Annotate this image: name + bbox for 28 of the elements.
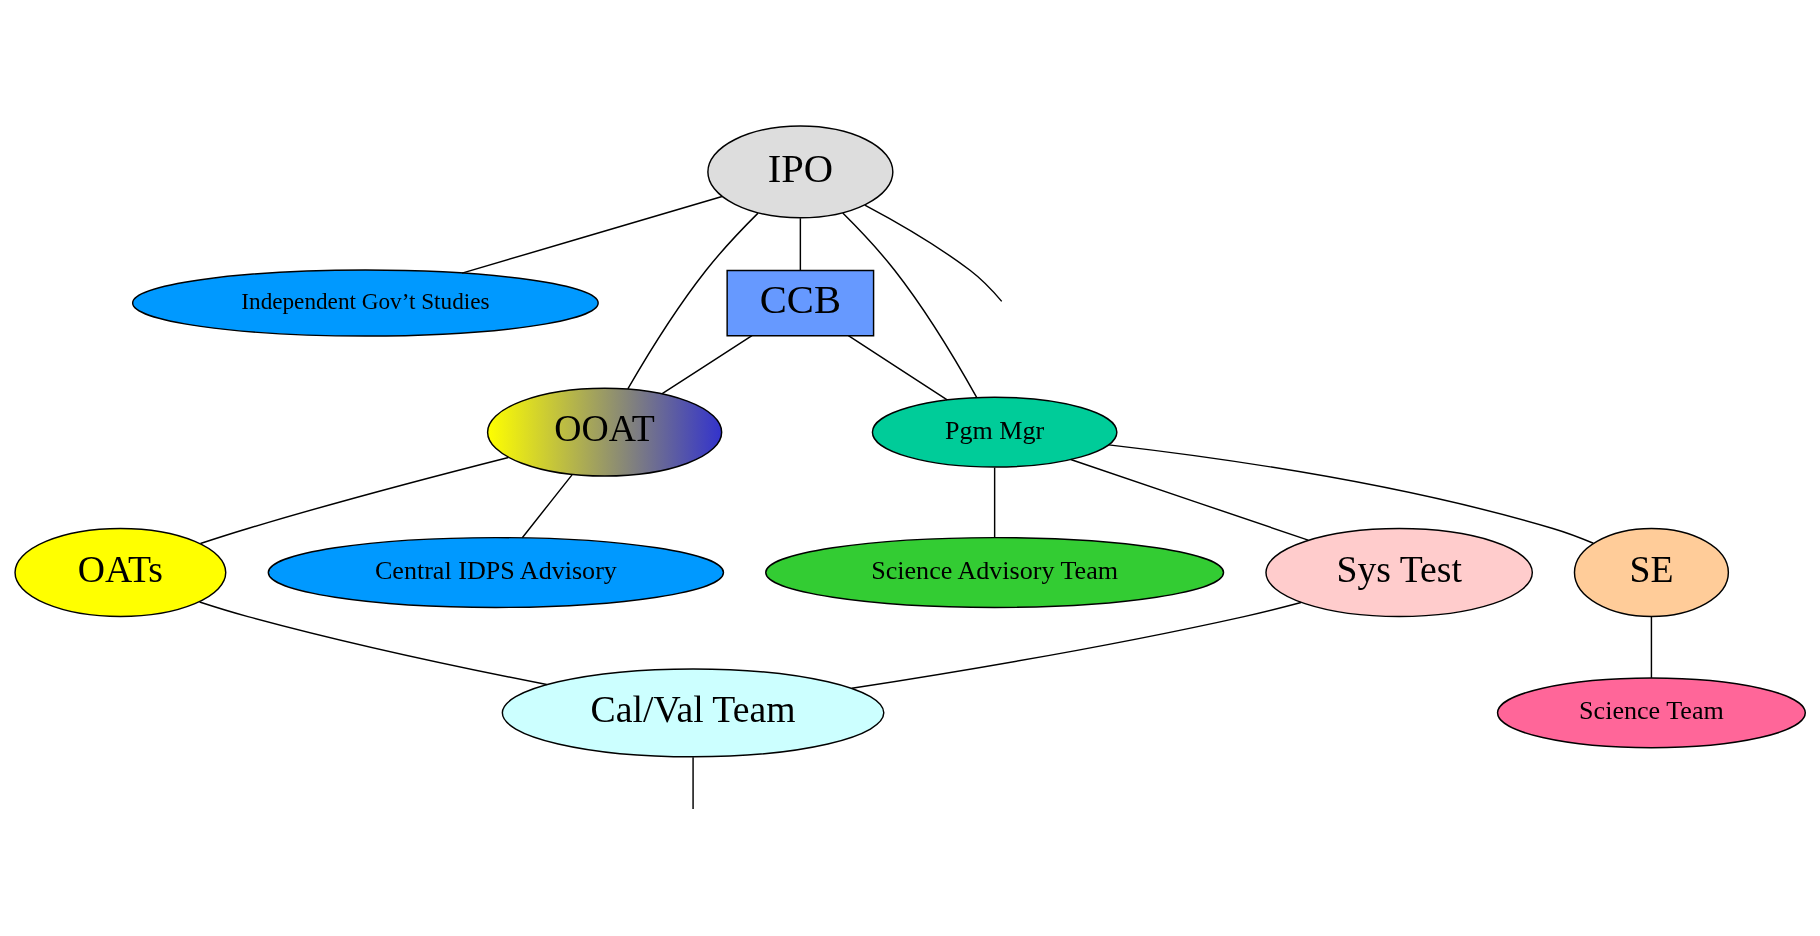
connector (1650, 615, 1653, 679)
connector (864, 204, 1003, 303)
connector (851, 601, 1302, 690)
node-ellipse: Pgm Mgr (871, 396, 1118, 468)
connector (1070, 458, 1309, 541)
node-ellipse: SE (1573, 527, 1730, 618)
connector (692, 756, 694, 810)
connector (842, 212, 978, 399)
node-box: CCB (726, 269, 875, 337)
connector (1108, 444, 1595, 544)
node-ellipse: IPO (707, 125, 894, 219)
node-ellipse: Sys Test (1265, 527, 1534, 618)
node-ellipse: Science Team (1496, 677, 1807, 749)
node-ellipse: Independent Gov’t Studies (131, 269, 599, 337)
connector (847, 335, 948, 401)
node-ellipse: OOAT (486, 387, 723, 477)
connector (521, 474, 573, 539)
node-ellipse: Science Advisory Team (765, 536, 1225, 609)
connector (993, 466, 996, 539)
connector (198, 601, 548, 686)
connector (627, 212, 759, 390)
connector (199, 456, 510, 545)
node-ellipse: Cal/Val Team (501, 668, 885, 758)
connector (461, 195, 723, 274)
node-ellipse: OATs (14, 527, 227, 618)
connector (661, 335, 753, 395)
connector (799, 217, 802, 272)
node-ellipse: Central IDPS Advisory (267, 536, 725, 609)
